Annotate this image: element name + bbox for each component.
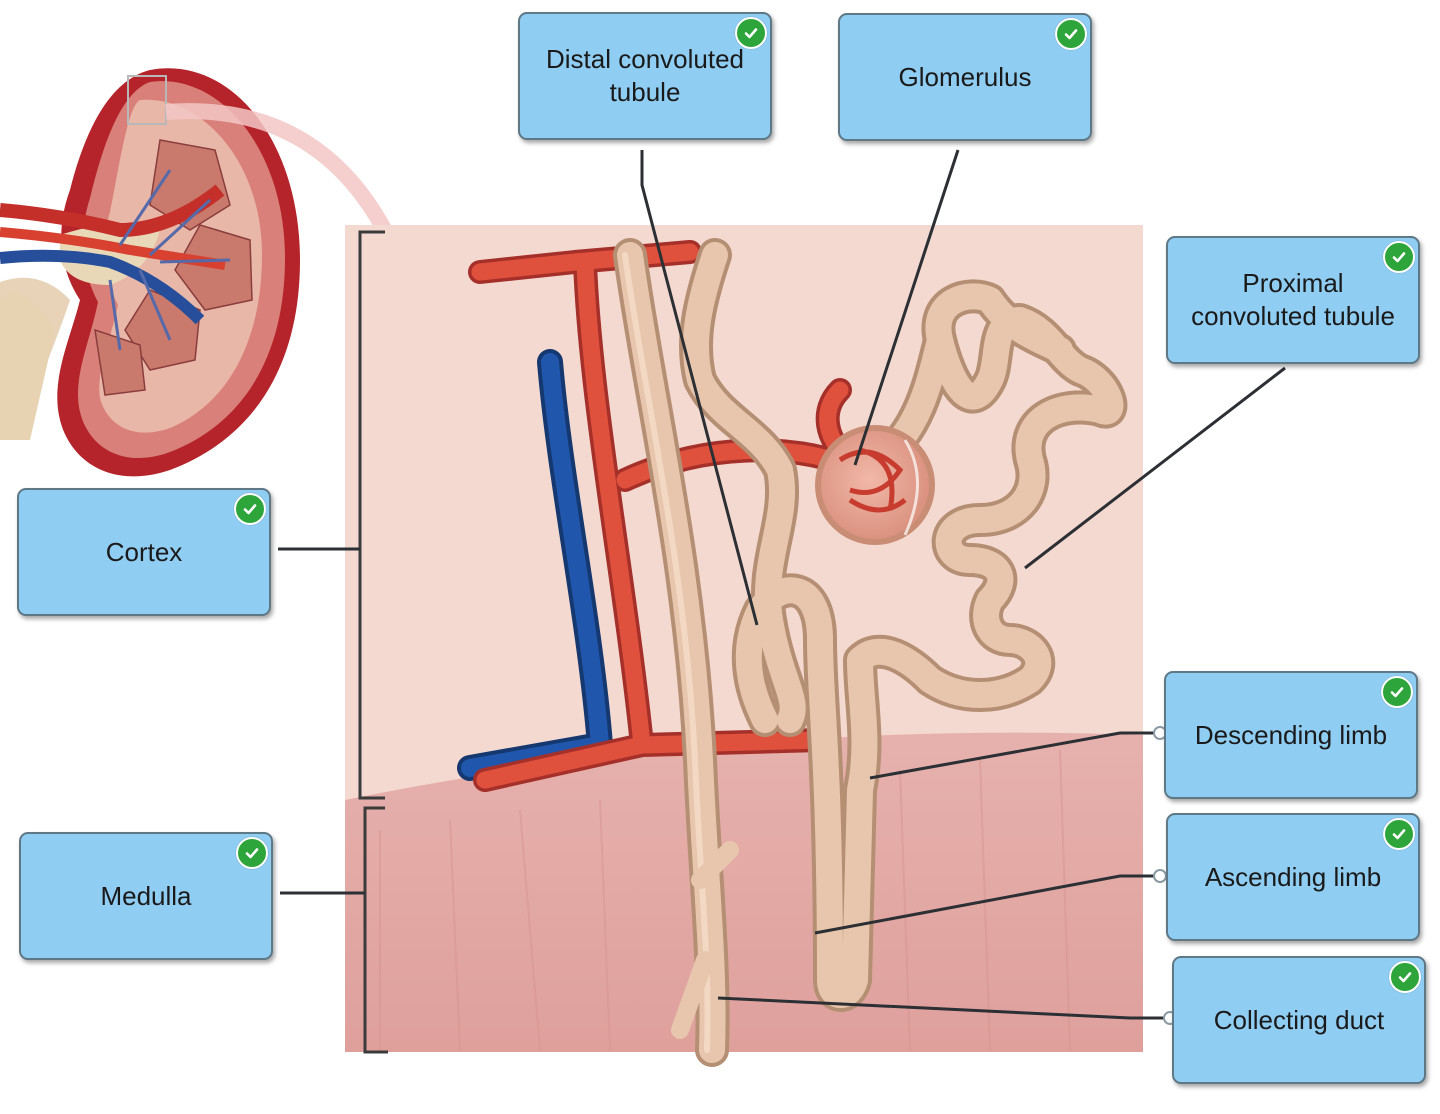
label-glomerulus[interactable]: Glomerulus bbox=[838, 13, 1092, 141]
label-text: Ascending limb bbox=[1204, 861, 1382, 892]
check-circle-icon bbox=[1389, 961, 1421, 993]
label-distal-convoluted-tubule[interactable]: Distal convoluted tubule bbox=[518, 12, 772, 140]
label-cortex[interactable]: Cortex bbox=[17, 488, 271, 616]
label-text: Distal convoluted tubule bbox=[546, 44, 744, 107]
glomerulus-capsule bbox=[815, 425, 935, 545]
medulla-region bbox=[345, 732, 1143, 1052]
leader-lines bbox=[278, 149, 1286, 1020]
check-circle-icon bbox=[234, 493, 266, 525]
region-brackets bbox=[358, 230, 388, 1054]
check-circle-icon bbox=[1383, 241, 1415, 273]
nephron-tubules bbox=[613, 238, 1128, 1067]
check-circle-icon bbox=[735, 17, 767, 49]
label-medulla[interactable]: Medulla bbox=[19, 832, 273, 960]
label-ascending-limb[interactable]: Ascending limb bbox=[1166, 813, 1420, 941]
label-text: Medulla bbox=[100, 880, 192, 911]
check-circle-icon bbox=[1381, 676, 1413, 708]
label-collecting-duct[interactable]: Collecting duct bbox=[1172, 956, 1426, 1084]
label-descending-limb[interactable]: Descending limb bbox=[1164, 671, 1418, 799]
check-circle-icon bbox=[1383, 818, 1415, 850]
label-text: Collecting duct bbox=[1213, 1004, 1385, 1035]
label-text: Cortex bbox=[105, 536, 183, 567]
label-proximal-convoluted-tubule[interactable]: Proximal convoluted tubule bbox=[1166, 236, 1420, 364]
check-circle-icon bbox=[1055, 18, 1087, 50]
label-text: Proximal convoluted tubule bbox=[1191, 268, 1395, 331]
blood-vessels bbox=[457, 240, 872, 792]
label-text: Descending limb bbox=[1194, 719, 1388, 750]
check-circle-icon bbox=[236, 837, 268, 869]
label-text: Glomerulus bbox=[898, 61, 1032, 92]
kidney-inset-illustration bbox=[0, 68, 410, 477]
